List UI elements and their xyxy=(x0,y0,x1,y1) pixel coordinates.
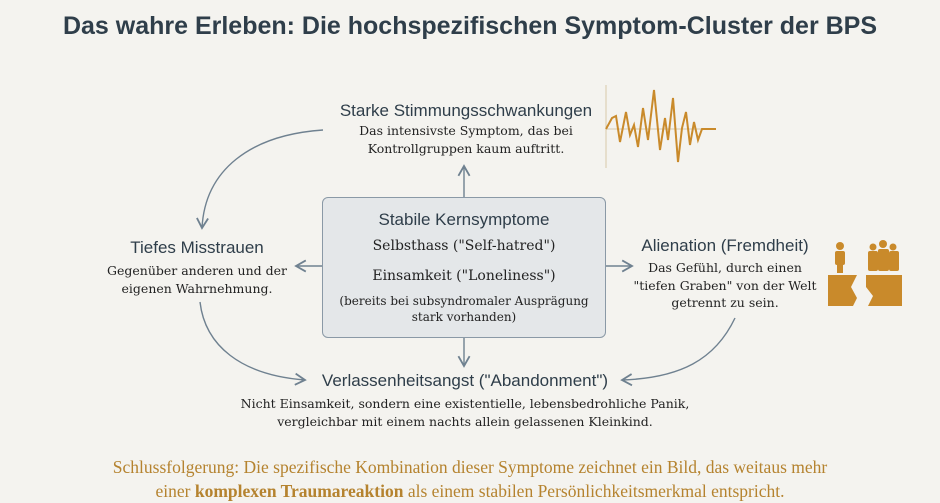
top-node-desc: Das intensivste Symptom, das bei Kontrol… xyxy=(266,122,666,157)
desc-line: Das Gefühl, durch einen xyxy=(648,260,802,275)
left-node-desc: Gegenüber anderen und der eigenen Wahrne… xyxy=(97,262,297,297)
conclusion-text: als einem stabilen Persönlichkeitsmerkma… xyxy=(403,481,785,501)
desc-line: Das intensivste Symptom, das bei xyxy=(359,123,573,138)
desc-line: "tiefen Graben" von der Welt xyxy=(633,277,817,293)
conclusion: Schlussfolgerung: Die spezifische Kombin… xyxy=(0,455,940,503)
core-item: Selbsthass ("Self-hatred") xyxy=(372,238,556,254)
mood-wave-icon xyxy=(605,85,716,168)
note-line: stark vorhanden) xyxy=(411,310,517,324)
top-node-title: Starke Stimmungsschwankungen xyxy=(339,101,593,120)
desc-line: Nicht Einsamkeit, sondern eine existenti… xyxy=(240,396,690,411)
arrow-top-to-left xyxy=(196,129,324,230)
desc-line: Gegenüber anderen und der xyxy=(107,263,287,278)
bottom-node-desc: Nicht Einsamkeit, sondern eine existenti… xyxy=(165,395,765,430)
core-symptoms-box: Stabile Kernsymptome Selbsthass ("Self-h… xyxy=(322,197,606,338)
desc-line: Kontrollgruppen kaum auftritt. xyxy=(367,140,565,156)
conclusion-text: einer xyxy=(155,481,195,501)
core-note: (bereits bei subsyndromaler Ausprägung s… xyxy=(323,293,605,325)
left-node-title: Tiefes Misstrauen xyxy=(130,238,264,257)
conclusion-line: Schlussfolgerung: Die spezifische Kombin… xyxy=(112,457,828,477)
right-node-desc: Das Gefühl, durch einen "tiefen Graben" … xyxy=(630,259,820,312)
bottom-node-title: Verlassenheitsangst ("Abandonment") xyxy=(321,371,609,390)
arrow-right-to-bottom xyxy=(620,317,736,387)
core-item: Einsamkeit ("Loneliness") xyxy=(372,267,556,284)
right-node-title: Alienation (Fremdheit) xyxy=(641,236,809,255)
conclusion-emphasis: komplexen Traumareaktion xyxy=(194,481,404,501)
separated-people-icon xyxy=(828,240,902,306)
desc-line: eigenen Wahrnehmung. xyxy=(121,280,273,296)
core-symptoms-title: Stabile Kernsymptome xyxy=(378,210,550,229)
desc-line: vergleichbar mit einem nachts allein gel… xyxy=(277,413,653,429)
desc-line: getrennt zu sein. xyxy=(671,295,779,310)
conclusion-line: einer komplexen Traumareaktion als einem… xyxy=(0,479,940,503)
page-title: Das wahre Erleben: Die hochspezifischen … xyxy=(62,12,878,40)
note-line: (bereits bei subsyndromaler Ausprägung xyxy=(339,294,589,308)
arrow-left-to-bottom xyxy=(199,301,307,386)
